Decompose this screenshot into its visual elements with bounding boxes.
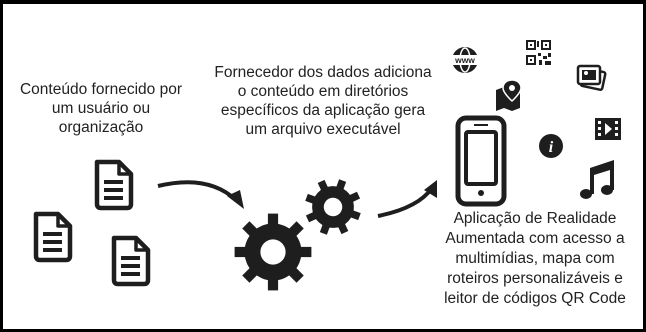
arrow-icon: [377, 180, 437, 218]
music-note-icon: [580, 160, 614, 199]
qr-code-icon: [526, 40, 551, 65]
photos-icon: [576, 64, 607, 91]
www-globe-icon: www: [450, 47, 480, 73]
gear-icon: [296, 170, 370, 244]
film-icon: [595, 118, 621, 140]
document-icon: [36, 214, 70, 260]
document-icon: [114, 238, 148, 284]
smartphone-icon: [455, 115, 507, 207]
info-icon: i: [539, 134, 563, 158]
source-label: Conteúdo fornecido por um usuário ou org…: [19, 81, 182, 136]
gear-icon: [234, 213, 312, 291]
document-icon: [97, 162, 131, 208]
map-pin-icon: [496, 79, 522, 111]
svg-text:www: www: [454, 55, 475, 65]
app-label: Aplicação de Realidade Aumentada com ace…: [444, 210, 626, 307]
svg-text:i: i: [549, 139, 554, 156]
arrow-icon: [157, 180, 244, 209]
provider-label: Fornecedor dos dados adiciona o conteúdo…: [214, 64, 432, 138]
